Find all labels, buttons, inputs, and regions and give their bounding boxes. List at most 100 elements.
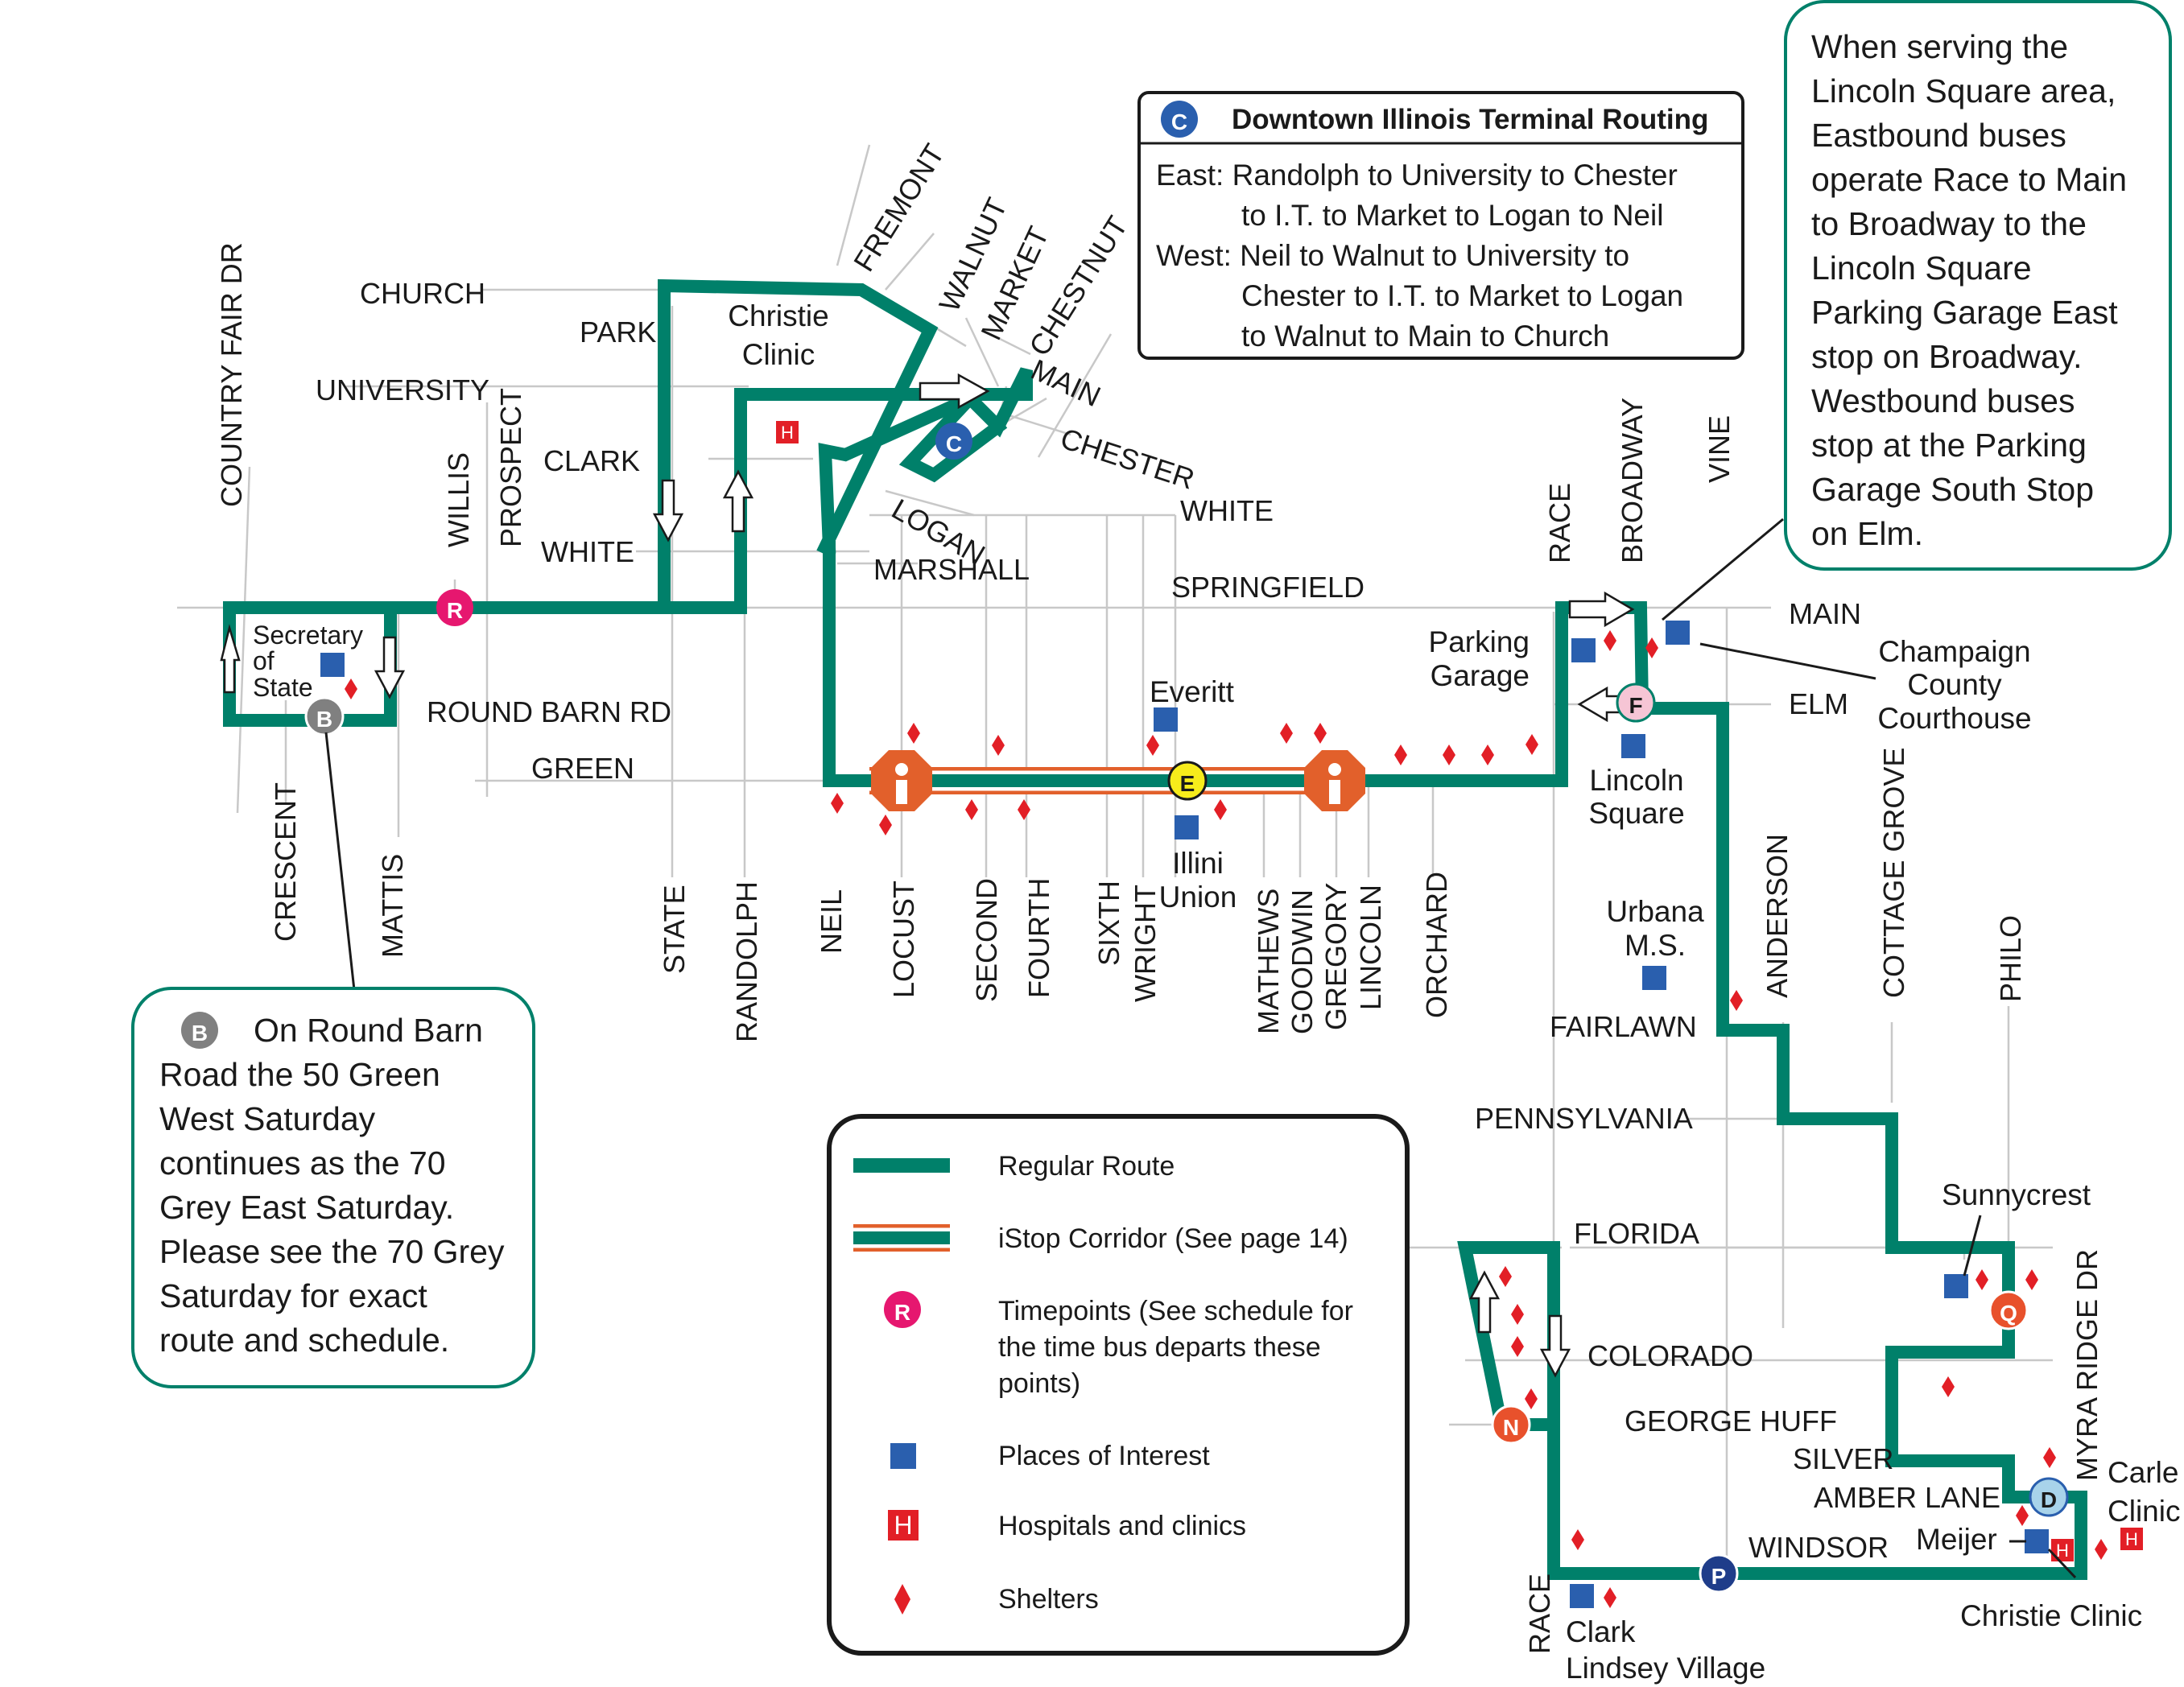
shelter-icon	[1394, 745, 1407, 765]
street-label: COTTAGE GROVE	[1877, 748, 1910, 998]
legend-shelter-icon	[894, 1584, 910, 1615]
legend-poi-icon	[890, 1443, 916, 1469]
street-label: PENNSYLVANIA	[1475, 1102, 1693, 1135]
svg-text:H: H	[2056, 1541, 2069, 1561]
note-line: route and schedule.	[159, 1322, 449, 1359]
note-line: on Elm.	[1811, 515, 1923, 552]
shelter-icon	[831, 793, 844, 814]
street-label: RACE	[1543, 483, 1576, 563]
legend-label: iStop Corridor (See page 14)	[998, 1223, 1348, 1254]
svg-text:R: R	[447, 598, 463, 623]
svg-text:Q: Q	[2000, 1301, 2017, 1326]
place-label: Clark	[1566, 1615, 1636, 1648]
shelter-icon	[1525, 1388, 1538, 1409]
istop-station-icon	[1304, 750, 1365, 811]
place-label: Champaign	[1878, 635, 2030, 668]
lincoln-square-note: When serving the Lincoln Square area, Ea…	[1784, 0, 2172, 571]
timepoint-c: C	[935, 423, 972, 460]
street-label: GOODWIN	[1286, 889, 1319, 1034]
shelter-icon	[345, 679, 357, 699]
street-label: ORCHARD	[1420, 872, 1453, 1018]
svg-text:B: B	[316, 707, 332, 732]
timepoint-q: Q	[1988, 1290, 2029, 1330]
arrow-right-icon	[1568, 591, 1635, 628]
note-line: On Round Barn	[254, 1012, 483, 1049]
place-label: M.S.	[1625, 929, 1686, 962]
note-line: to Broadway to the	[1811, 205, 2087, 242]
hospital-icon: H	[776, 421, 799, 443]
timepoint-d: D	[2029, 1477, 2069, 1517]
arrow-up-icon	[220, 624, 241, 694]
shelter-icon	[965, 799, 978, 820]
hospital-icon: H	[2051, 1539, 2074, 1561]
street-label: CLARK	[543, 444, 640, 477]
street-label: PARK	[580, 316, 656, 349]
note-line: Lincoln Square	[1811, 250, 2032, 287]
place-label: Urbana	[1606, 895, 1704, 928]
arrow-down-icon	[374, 636, 406, 699]
street-label: WRIGHT	[1129, 885, 1162, 1002]
street-label: WHITE	[1180, 494, 1274, 527]
svg-text:N: N	[1503, 1415, 1519, 1440]
arrow-down-icon	[652, 479, 684, 542]
shelter-icon	[2025, 1269, 2038, 1290]
poi-icon	[320, 653, 345, 677]
street-label: ELM	[1789, 687, 1848, 720]
shelter-icon	[1942, 1376, 1955, 1397]
svg-text:P: P	[1711, 1564, 1727, 1589]
leader-lines	[324, 518, 2077, 1579]
shelter-icon	[1146, 735, 1159, 756]
shelter-icon	[1511, 1304, 1524, 1325]
place-label: Square	[1588, 797, 1684, 830]
legend-label: Places of Interest	[998, 1441, 1210, 1471]
street-label: CHESTER	[1057, 422, 1199, 496]
routing-box-line: East: Randolph to University to Chester	[1156, 159, 1678, 192]
street-label: STATE	[658, 885, 691, 974]
street-label: RACE	[1523, 1574, 1556, 1654]
legend-label: the time bus departs these	[998, 1332, 1321, 1363]
svg-text:D: D	[2041, 1487, 2057, 1512]
street-label: BROADWAY	[1616, 398, 1649, 563]
svg-text:H: H	[894, 1511, 912, 1540]
shelter-icon	[1214, 799, 1227, 820]
shelter-icon	[907, 723, 920, 744]
places-of-interest	[320, 621, 2049, 1608]
shelter-icon	[1730, 990, 1743, 1011]
note-line: Garage South Stop	[1811, 471, 2094, 508]
street-label: LINCOLN	[1354, 885, 1387, 1010]
legend-hospital-icon	[888, 1510, 919, 1541]
routing-box-line: to I.T. to Market to Logan to Neil	[1241, 199, 1663, 232]
place-label: Parking	[1429, 625, 1530, 658]
street-label: CHURCH	[360, 277, 485, 310]
street-label: CRESCENT	[269, 782, 302, 942]
shelter-icon	[992, 735, 1005, 756]
note-line: Grey East Saturday.	[159, 1189, 454, 1226]
place-label: Clinic	[2108, 1495, 2180, 1528]
round-barn-note: B On Round Barn Road the 50 Green West S…	[131, 987, 535, 1388]
place-labels: Secretary of State Christie Clinic Everi…	[253, 299, 2180, 1685]
shelter-icon	[2016, 1505, 2029, 1526]
poi-icon	[1154, 707, 1178, 732]
timepoint-p: P	[1699, 1553, 1739, 1594]
street-label: GEORGE HUFF	[1625, 1404, 1837, 1437]
note-line: Saturday for exact	[159, 1277, 427, 1314]
street-label: MYRA RIDGE DR	[2070, 1249, 2103, 1481]
svg-text:H: H	[2125, 1529, 2138, 1549]
place-label: Everitt	[1150, 675, 1235, 708]
street-label: PHILO	[1994, 915, 2027, 1002]
svg-text:C: C	[946, 431, 962, 456]
street-label: COUNTRY FAIR DR	[215, 242, 248, 507]
place-label: Garage	[1431, 659, 1530, 692]
arrow-up-icon	[722, 469, 754, 533]
poi-icon	[1175, 815, 1199, 839]
street-label: SIXTH	[1092, 881, 1125, 966]
poi-icon	[1944, 1274, 1968, 1298]
shelter-icon	[1280, 723, 1293, 744]
shelter-icon	[1571, 1529, 1584, 1550]
timepoint-f: F	[1616, 683, 1656, 723]
street-label: MATTIS	[376, 854, 409, 958]
timepoint-n: N	[1491, 1404, 1531, 1445]
shelter-icon	[1525, 734, 1538, 755]
note-line: Eastbound buses	[1811, 117, 2066, 154]
